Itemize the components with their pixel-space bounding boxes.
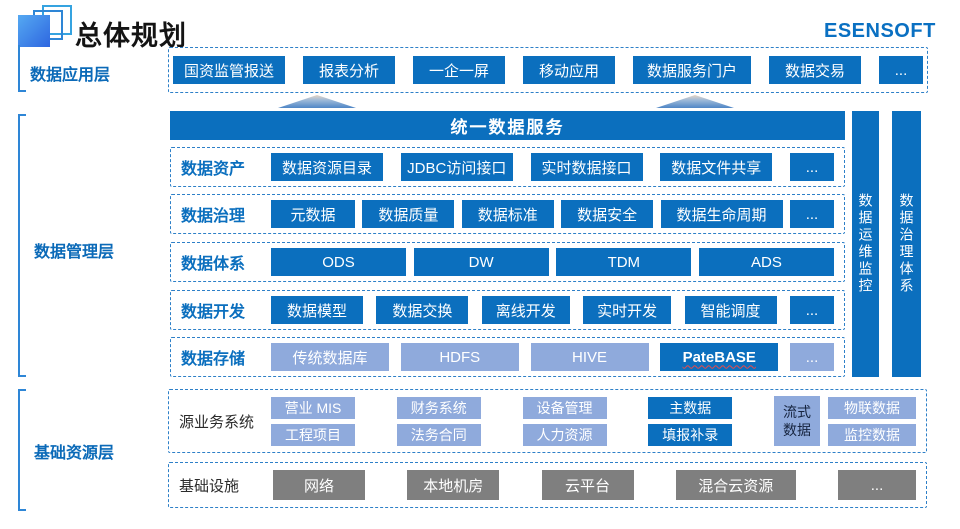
item-data-model[interactable]: 数据模型 bbox=[271, 296, 363, 324]
item-legal-contract[interactable]: 法务合同 bbox=[396, 423, 481, 446]
app-item-data-service-portal[interactable]: 数据服务门户 bbox=[633, 56, 751, 84]
logo-square-icon bbox=[18, 15, 50, 47]
row-label: 数据存储 bbox=[181, 351, 246, 368]
row-label: 数据体系 bbox=[181, 256, 246, 273]
row-label: 数据资产 bbox=[181, 161, 246, 178]
base-layer-bracket bbox=[18, 389, 26, 511]
item-traditional-database[interactable]: 传统数据库 bbox=[271, 343, 389, 371]
page-title: 总体规划 bbox=[75, 21, 187, 51]
item-cloud-platform[interactable]: 云平台 bbox=[541, 470, 634, 500]
item-data-resource-catalog[interactable]: 数据资源目录 bbox=[271, 153, 383, 181]
app-layer-box: 国资监管报送 报表分析 一企一屏 移动应用 数据服务门户 数据交易 ... bbox=[168, 47, 928, 93]
source-column: 财务系统 法务合同 bbox=[396, 396, 481, 446]
item-human-resources[interactable]: 人力资源 bbox=[522, 423, 607, 446]
item-smart-scheduling[interactable]: 智能调度 bbox=[684, 296, 777, 324]
logo bbox=[0, 0, 80, 60]
stream-group: 流式数据 物联数据 监控数据 bbox=[774, 396, 916, 446]
item-hdfs[interactable]: HDFS bbox=[400, 343, 519, 371]
source-column: 主数据 填报补录 bbox=[648, 396, 733, 446]
infrastructure-label: 基础设施 bbox=[179, 477, 240, 495]
item-ods[interactable]: ODS bbox=[271, 248, 406, 276]
item-ads[interactable]: ADS bbox=[698, 248, 834, 276]
source-column: 物联数据 监控数据 bbox=[828, 396, 916, 446]
item-metadata[interactable]: 元数据 bbox=[271, 200, 355, 228]
item-iot-data[interactable]: 物联数据 bbox=[828, 396, 916, 419]
row-data-storage: 数据存储 传统数据库 HDFS HIVE PateBASE ... bbox=[170, 337, 845, 377]
item-data-exchange[interactable]: 数据交换 bbox=[376, 296, 469, 324]
item-dw[interactable]: DW bbox=[413, 248, 549, 276]
item-more[interactable]: ... bbox=[838, 470, 916, 500]
item-finance-system[interactable]: 财务系统 bbox=[396, 396, 481, 419]
item-realtime-interface[interactable]: 实时数据接口 bbox=[530, 153, 643, 181]
item-file-sharing[interactable]: 数据文件共享 bbox=[660, 153, 773, 181]
item-more[interactable]: ... bbox=[790, 343, 834, 371]
up-arrow-icon bbox=[278, 95, 356, 108]
item-more[interactable]: ... bbox=[790, 153, 834, 181]
item-master-data[interactable]: 主数据 bbox=[648, 396, 733, 419]
item-offline-development[interactable]: 离线开发 bbox=[481, 296, 570, 324]
item-jdbc-interface[interactable]: JDBC访问接口 bbox=[400, 153, 513, 181]
item-tdm[interactable]: TDM bbox=[556, 248, 692, 276]
sidebar-data-ops-monitoring: 数据运维监控 bbox=[852, 111, 879, 377]
row-data-governance: 数据治理 元数据 数据质量 数据标准 数据安全 数据生命周期 ... bbox=[170, 194, 845, 234]
source-systems-label: 源业务系统 bbox=[179, 413, 255, 431]
item-equipment-mgmt[interactable]: 设备管理 bbox=[522, 396, 607, 419]
row-label: 数据开发 bbox=[181, 304, 246, 321]
app-item-report-analysis[interactable]: 报表分析 bbox=[303, 56, 395, 84]
source-systems-box: 源业务系统 营业 MIS 工程项目 财务系统 法务合同 设备管理 人力资源 主数… bbox=[168, 389, 927, 453]
item-manual-entry[interactable]: 填报补录 bbox=[648, 423, 733, 446]
item-network[interactable]: 网络 bbox=[273, 470, 365, 500]
item-local-server-room[interactable]: 本地机房 bbox=[407, 470, 500, 500]
row-data-development: 数据开发 数据模型 数据交换 离线开发 实时开发 智能调度 ... bbox=[170, 290, 845, 330]
item-realtime-development[interactable]: 实时开发 bbox=[583, 296, 672, 324]
item-data-security[interactable]: 数据安全 bbox=[561, 200, 654, 228]
item-project[interactable]: 工程项目 bbox=[271, 423, 355, 446]
up-arrow-icon bbox=[656, 95, 734, 108]
sidebar-data-governance-system: 数据治理体系 bbox=[892, 111, 921, 377]
row-data-system: 数据体系 ODS DW TDM ADS bbox=[170, 242, 845, 282]
item-monitoring-data[interactable]: 监控数据 bbox=[828, 423, 916, 446]
item-hybrid-cloud[interactable]: 混合云资源 bbox=[675, 470, 796, 500]
source-column: 营业 MIS 工程项目 bbox=[271, 396, 355, 446]
app-item-data-trading[interactable]: 数据交易 bbox=[769, 56, 861, 84]
item-more[interactable]: ... bbox=[789, 296, 834, 324]
item-data-lifecycle[interactable]: 数据生命周期 bbox=[660, 200, 783, 228]
item-data-standard[interactable]: 数据标准 bbox=[461, 200, 554, 228]
item-hive[interactable]: HIVE bbox=[530, 343, 649, 371]
row-data-assets: 数据资产 数据资源目录 JDBC访问接口 实时数据接口 数据文件共享 ... bbox=[170, 147, 845, 187]
mgmt-layer-bracket bbox=[18, 114, 26, 377]
brand-logo-text: ESENSOFT bbox=[824, 20, 936, 42]
infrastructure-box: 基础设施 网络 本地机房 云平台 混合云资源 ... bbox=[168, 462, 927, 508]
row-label: 数据治理 bbox=[181, 208, 246, 225]
app-layer-label: 数据应用层 bbox=[30, 67, 111, 84]
base-layer-label: 基础资源层 bbox=[34, 445, 115, 462]
item-business-mis[interactable]: 营业 MIS bbox=[271, 396, 355, 419]
mgmt-layer-label: 数据管理层 bbox=[34, 244, 115, 261]
source-column: 设备管理 人力资源 bbox=[522, 396, 607, 446]
app-item-regulatory-reporting[interactable]: 国资监管报送 bbox=[173, 56, 285, 84]
app-item-mobile-app[interactable]: 移动应用 bbox=[523, 56, 615, 84]
unified-data-service-banner: 统一数据服务 bbox=[170, 111, 845, 140]
item-data-quality[interactable]: 数据质量 bbox=[362, 200, 455, 228]
app-layer-bracket bbox=[18, 45, 26, 92]
app-item-one-screen[interactable]: 一企一屏 bbox=[413, 56, 505, 84]
item-streaming-data[interactable]: 流式数据 bbox=[774, 396, 820, 446]
app-item-more[interactable]: ... bbox=[879, 56, 923, 84]
item-more[interactable]: ... bbox=[789, 200, 834, 228]
item-patebase[interactable]: PateBASE bbox=[660, 343, 779, 371]
